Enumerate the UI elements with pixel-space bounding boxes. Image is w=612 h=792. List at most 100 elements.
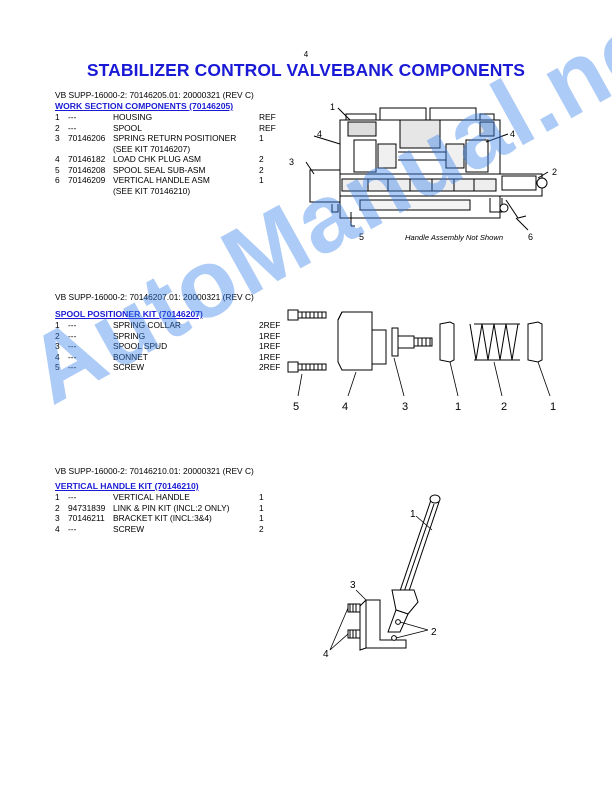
part-number: 70146182 xyxy=(68,154,106,164)
housing-hatch xyxy=(347,121,495,137)
leader-5 xyxy=(297,373,303,397)
item-number: 1 xyxy=(55,492,60,502)
screw-head-top xyxy=(287,309,299,321)
leader-2 xyxy=(395,621,429,639)
section-ref: VB SUPP-16000-2: 70146210.01: 20000321 (… xyxy=(55,466,254,476)
quantity: 1 xyxy=(259,133,264,143)
callout-4: 4 xyxy=(323,649,329,660)
item-number: 5 xyxy=(55,164,60,175)
spool-end xyxy=(501,175,537,191)
item-number: 6 xyxy=(55,175,60,185)
work-section-components: VB SUPP-16000-2: 70146205.01: 20000321 (… xyxy=(55,90,295,196)
item-number: 4 xyxy=(55,154,60,164)
part-description: SPOOL SPUD xyxy=(113,341,168,351)
item-number: 5 xyxy=(55,362,60,372)
part-number: --- xyxy=(68,122,77,133)
quantity: 2 xyxy=(259,164,264,175)
item-number: 1 xyxy=(55,112,60,122)
leader-1 xyxy=(415,515,433,531)
spring-bounds-lines xyxy=(474,323,520,361)
diagram-note: Handle Assembly Not Shown xyxy=(405,233,503,242)
callout-3: 3 xyxy=(402,401,408,413)
section-title: WORK SECTION COMPONENTS (70146205) xyxy=(55,101,234,111)
part-description: SPOOL SEAL SUB-ASM xyxy=(113,164,206,175)
item-number: 4 xyxy=(55,523,60,534)
part-number: --- xyxy=(68,351,77,362)
item-number: 3 xyxy=(55,513,60,523)
section-ref: VB SUPP-16000-2: 70146205.01: 20000321 (… xyxy=(55,90,254,100)
part-number: 70146206 xyxy=(68,133,106,143)
handle-base xyxy=(391,589,419,615)
part-description: SPRING RETURN POSITIONER xyxy=(113,133,237,143)
part-number: 70146209 xyxy=(68,175,106,185)
pin-lower xyxy=(391,635,397,641)
quantity: 1REF xyxy=(259,330,281,341)
callout-4-left: 4 xyxy=(317,129,322,139)
callout-4: 4 xyxy=(342,401,348,413)
left-check-plug xyxy=(353,139,377,173)
bracket-edge xyxy=(359,599,367,651)
pin-upper xyxy=(395,619,401,625)
spring-collar-right xyxy=(527,321,543,363)
spring-collar-left xyxy=(439,321,455,363)
leader-3 xyxy=(393,357,405,397)
parts-row: (SEE KIT 70146210) xyxy=(55,186,295,197)
screw-thread-bottom xyxy=(297,363,327,371)
part-description: LINK & PIN KIT (INCL:2 ONLY) xyxy=(113,502,230,513)
part-number: --- xyxy=(68,362,77,372)
spool-lands xyxy=(367,179,475,191)
center-core xyxy=(399,119,441,149)
part-description: VERTICAL HANDLE xyxy=(113,492,190,502)
callout-2: 2 xyxy=(501,401,507,413)
callout-2: 2 xyxy=(552,167,557,177)
spool-positioner-exploded-diagram: 5 4 3 1 2 1 xyxy=(287,309,556,413)
quantity: 1 xyxy=(259,513,264,523)
screw-threads xyxy=(349,604,357,638)
vertical-handle-diagram: 1 3 2 4 xyxy=(323,494,441,660)
quantity: 1 xyxy=(259,492,264,502)
part-number: --- xyxy=(68,523,77,534)
spool-positioner-kit: VB SUPP-16000-2: 70146207.01: 20000321 (… xyxy=(55,292,295,373)
callout-1: 1 xyxy=(410,509,416,520)
leader-5 xyxy=(350,212,355,227)
part-number: --- xyxy=(68,330,77,341)
quantity: 1REF xyxy=(259,351,281,362)
part-description: SCREW xyxy=(113,523,145,534)
handle-knob xyxy=(429,494,441,504)
part-description: (SEE KIT 70146207) xyxy=(113,143,191,154)
section-title: VERTICAL HANDLE KIT (70146210) xyxy=(55,481,199,491)
item-number: 4 xyxy=(55,351,60,362)
quantity: REF xyxy=(259,122,276,133)
bonnet-body xyxy=(337,311,373,371)
callout-1-left: 1 xyxy=(455,401,461,413)
leader-1-right xyxy=(537,361,551,397)
leader-4 xyxy=(329,607,349,651)
item-number: 3 xyxy=(55,341,60,351)
section-title: SPOOL POSITIONER KIT (70146207) xyxy=(55,309,203,319)
item-number: 2 xyxy=(55,122,60,133)
spring-positioner-bonnet xyxy=(309,169,341,203)
leader-2 xyxy=(493,361,503,397)
callout-1: 1 xyxy=(330,102,335,112)
leader-3 xyxy=(355,589,367,601)
item-number: 2 xyxy=(55,330,60,341)
part-number: 70146211 xyxy=(68,513,105,523)
handle-link xyxy=(505,199,527,219)
seal-retainer-left xyxy=(331,204,339,213)
part-description: HOUSING xyxy=(113,112,153,122)
spring-coils xyxy=(469,323,519,361)
